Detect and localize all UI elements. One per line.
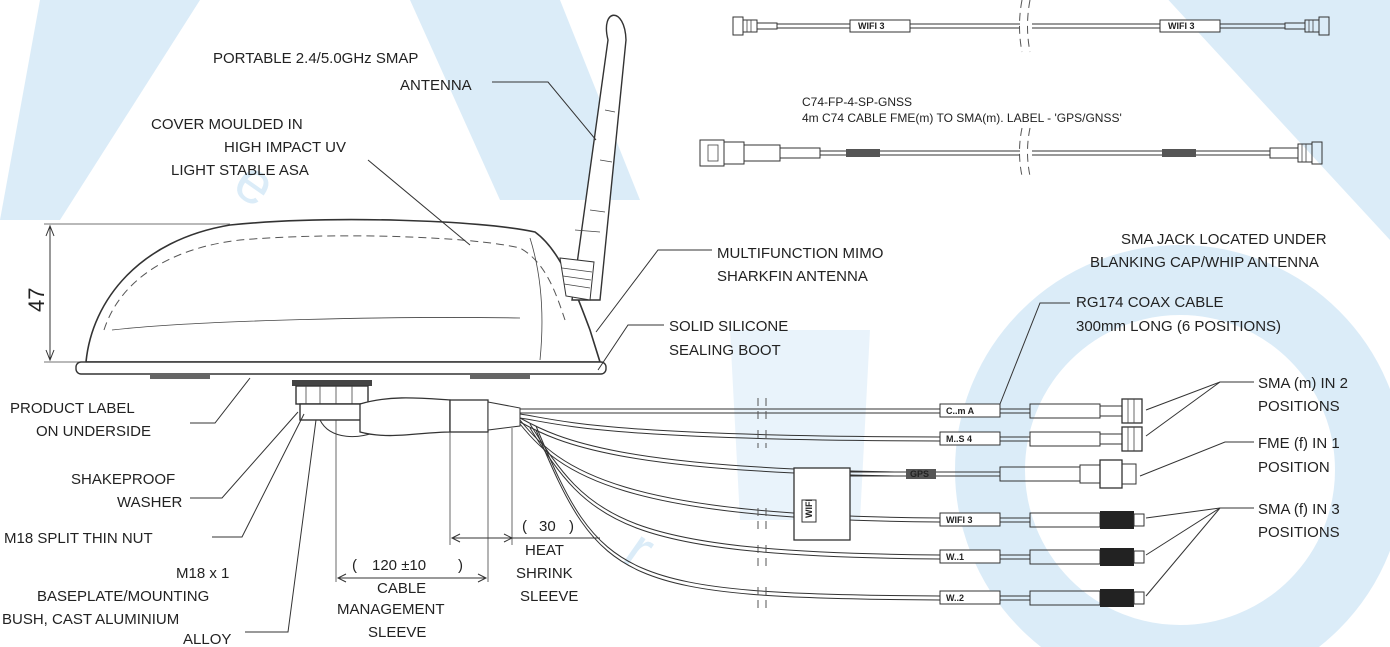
gnss-cable-drawing (699, 127, 1323, 177)
product-label-2: ON UNDERSIDE (36, 423, 151, 440)
rg174-label-2: 300mm LONG (6 POSITIONS) (1076, 318, 1281, 335)
close-paren-30: ) (569, 518, 574, 535)
cover-label-1: COVER MOULDED IN (151, 116, 303, 133)
fme-f-label-1: FME (f) IN 1 (1258, 435, 1340, 452)
cover-label-3: LIGHT STABLE ASA (171, 162, 309, 179)
sharkfin-body (75, 218, 607, 379)
smap-antenna-label-2: ANTENNA (400, 77, 472, 94)
cable-mgmt-label-1: CABLE (377, 580, 426, 597)
cable-mgmt-label-3: SLEEVE (368, 624, 426, 641)
svg-text:e: e (223, 146, 289, 220)
heat-shrink-label-2: SHRINK (516, 565, 573, 582)
open-paren-120: ( (352, 557, 357, 574)
sleeve-dimensions (335, 420, 600, 583)
wifi3-label-left: WIFI 3 (858, 21, 885, 31)
cable-tags (939, 403, 1001, 605)
mimo-label-2: SHARKFIN ANTENNA (717, 268, 868, 285)
baseplate-label-4: ALLOY (183, 631, 231, 647)
height-dimension-value: 47 (24, 288, 49, 312)
smap-whip-antenna (559, 14, 627, 301)
boot-label-2: SEALING BOOT (669, 342, 781, 359)
sma-f-label-1: SMA (f) IN 3 (1258, 501, 1340, 518)
sma-f-label-2: POSITIONS (1258, 524, 1340, 541)
cable-mgmt-label-2: MANAGEMENT (337, 601, 445, 618)
mounting-hardware (292, 380, 381, 438)
wifi3-cable-drawing (732, 0, 1330, 53)
cable-tag-5: W..1 (946, 552, 964, 562)
gnss-description: 4m C74 CABLE FME(m) TO SMA(m). LABEL - '… (802, 111, 1122, 125)
washer-label-1: SHAKEPROOF (71, 471, 175, 488)
cable-tag-4: WIFI 3 (946, 515, 973, 525)
heat-shrink-label-1: HEAT (525, 542, 564, 559)
connector-ends (999, 398, 1145, 607)
baseplate-label-2: BASEPLATE/MOUNTING (37, 588, 209, 605)
cover-label-2: HIGH IMPACT UV (224, 139, 346, 156)
boot-label-1: SOLID SILICONE (669, 318, 788, 335)
splitter-box (793, 467, 1000, 541)
cable-mgmt-dimension: 120 ±10 (372, 557, 426, 574)
heat-shrink-label-3: SLEEVE (520, 588, 578, 605)
baseplate-label-1: M18 x 1 (176, 565, 229, 582)
open-paren-30: ( (522, 518, 527, 535)
sma-jack-label-1: SMA JACK LOCATED UNDER (1121, 231, 1327, 248)
nut-label: M18 SPLIT THIN NUT (4, 530, 153, 547)
cable-tag-2: M..S 4 (946, 434, 972, 444)
sma-jack-label-2: BLANKING CAP/WHIP ANTENNA (1090, 254, 1319, 271)
product-label-1: PRODUCT LABEL (10, 400, 135, 417)
gnss-part-number: C74-FP-4-SP-GNSS (802, 95, 912, 109)
rg174-label-1: RG174 COAX CABLE (1076, 294, 1224, 311)
cable-tag-1: C..m A (946, 406, 975, 416)
washer-label-2: WASHER (117, 494, 182, 511)
smap-antenna-label-1: PORTABLE 2.4/5.0GHz SMAP (213, 50, 418, 67)
heat-shrink-dimension: 30 (539, 518, 556, 535)
cable-tag-6: W..2 (946, 593, 964, 603)
cable-bundle (359, 397, 941, 608)
height-dimension (44, 223, 230, 363)
wifi3-label-right: WIFI 3 (1168, 21, 1195, 31)
close-paren-120: ) (458, 557, 463, 574)
mimo-label-1: MULTIFUNCTION MIMO (717, 245, 883, 262)
sma-m-label-2: POSITIONS (1258, 398, 1340, 415)
fme-f-label-2: POSITION (1258, 459, 1330, 476)
cable-tag-3: GPS (910, 469, 929, 479)
leader-lines (190, 81, 1254, 633)
splitter-label: WIFI (804, 499, 814, 518)
baseplate-label-3: BUSH, CAST ALUMINIUM (2, 611, 179, 628)
sma-m-label-1: SMA (m) IN 2 (1258, 375, 1348, 392)
